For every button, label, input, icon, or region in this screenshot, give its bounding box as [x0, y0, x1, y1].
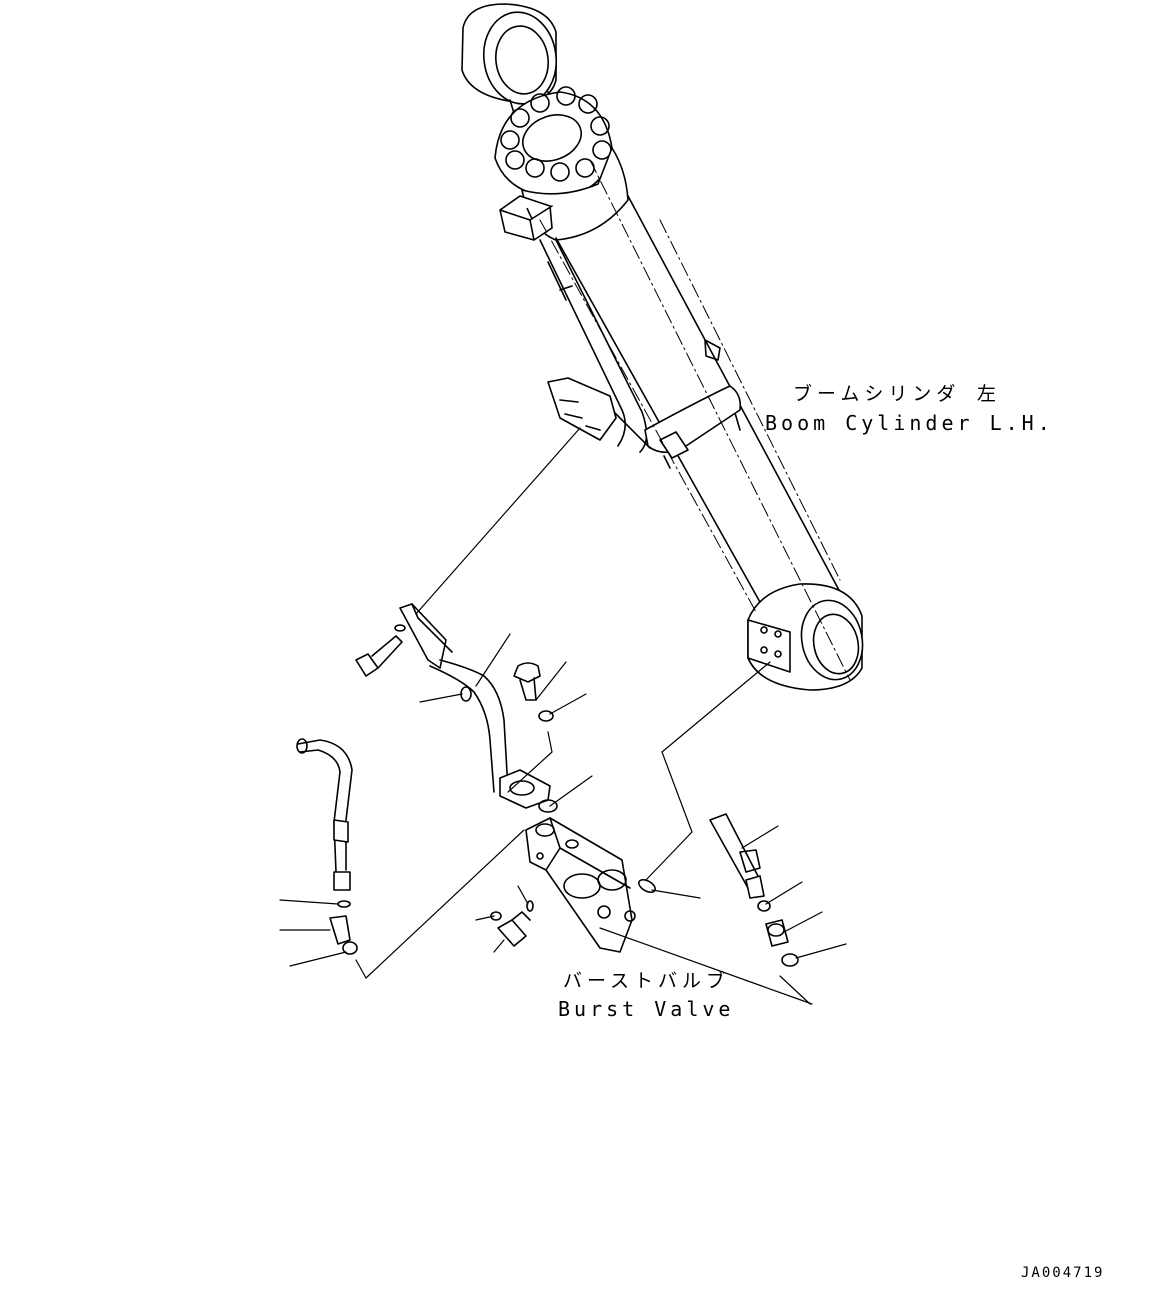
right-hose-fitting: [709, 813, 765, 899]
steel-pipe: [399, 603, 551, 809]
boom-cylinder-label-jp: ブームシリンダ 左: [793, 383, 1001, 405]
o-ring-valve: [538, 799, 558, 813]
hose: [296, 738, 353, 891]
burst-valve-label-jp: バーストバルブ: [563, 970, 731, 992]
right-plug-ring: [781, 953, 799, 967]
elbow-fitting: [329, 900, 358, 955]
cylinder-centerlines: [539, 159, 851, 681]
cylinder-rod-eye: [461, 3, 558, 105]
bolt-left: [355, 624, 406, 677]
cylinder-clamp: [644, 385, 742, 469]
head-port-fitting: [499, 195, 553, 241]
boom-cylinder-label-en: Boom Cylinder L.H.: [765, 411, 1054, 435]
leader-lines: [279, 427, 847, 1005]
valve-fitting: [490, 900, 534, 947]
bolt-right: [513, 662, 554, 722]
cylinder-bottom-end: [747, 583, 864, 691]
right-o-ring: [757, 900, 771, 912]
right-adapter: [765, 919, 789, 947]
burst-valve-label-en: Burst Valve: [558, 997, 735, 1021]
drawing-number: JA004719: [1021, 1265, 1105, 1281]
pipe-bracket: [547, 377, 617, 441]
burst-valve-body: [525, 817, 636, 953]
boom-cylinder: [461, 3, 864, 691]
